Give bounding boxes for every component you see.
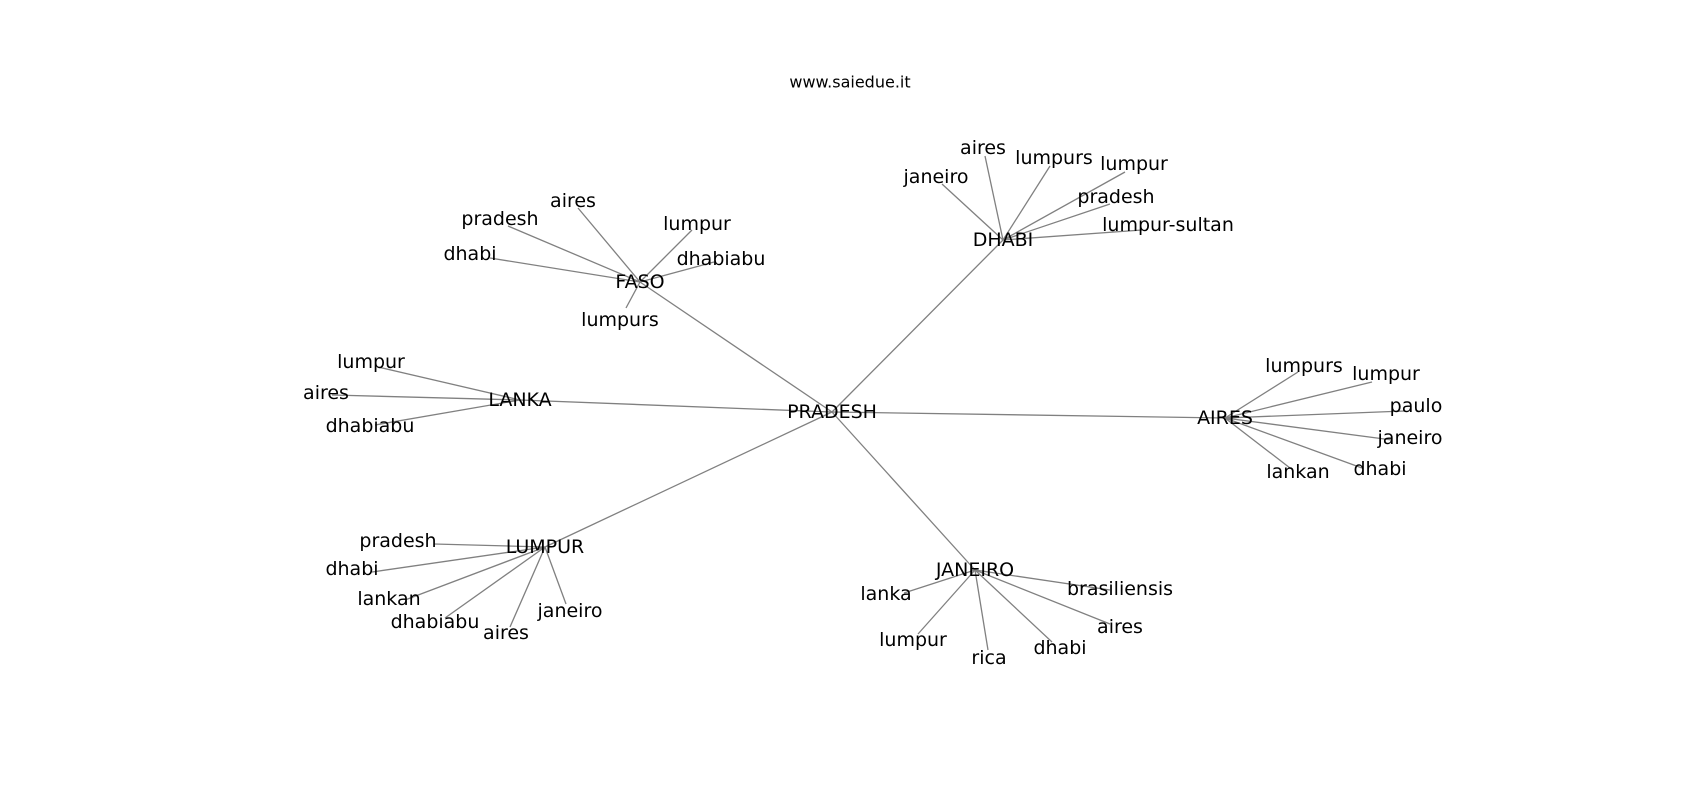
hub-node-label-lanka: LANKA (488, 389, 551, 411)
edge-lumpur-aires (509, 546, 546, 628)
edge-aires-paulo (1224, 410, 1406, 419)
edge-faso-lumpur (639, 229, 693, 283)
leaf-node-label-faso-pradesh: pradesh (461, 208, 538, 230)
edge-aires-dhabi (1224, 417, 1363, 469)
edge-dhabi-lumpur-sultan (1002, 229, 1143, 241)
edge-root-lanka (519, 399, 833, 413)
edge-lanka-dhabiabu (374, 399, 521, 426)
edge-root-janeiro (831, 411, 976, 571)
edge-lumpur-pradesh (433, 543, 546, 548)
leaf-node-label-dhabi-lumpur-sultan: lumpur-sultan (1102, 214, 1234, 236)
leaf-node-label-lanka-lumpur: lumpur (337, 351, 405, 373)
hub-node-label-faso: FASO (615, 271, 664, 293)
edge-aires-lumpur (1224, 381, 1373, 419)
edge-aires-lumpurs (1224, 371, 1299, 419)
leaf-node-label-lanka-aires: aires (303, 382, 349, 404)
edge-janeiro-brasiliensis (974, 569, 1111, 591)
edges-layer (331, 155, 1406, 651)
edge-root-lumpur (544, 411, 833, 548)
leaf-node-label-aires-janeiro: janeiro (1377, 427, 1443, 449)
leaf-node-label-lumpur-lankan: lankan (357, 588, 420, 610)
leaf-node-label-aires-paulo: paulo (1390, 395, 1443, 417)
edge-faso-aires (577, 207, 641, 283)
hub-node-label-lumpur: LUMPUR (506, 536, 585, 558)
edge-dhabi-pradesh (1002, 203, 1111, 241)
leaf-node-label-lumpur-aires: aires (483, 622, 529, 644)
edge-lanka-aires (331, 394, 521, 401)
edge-lumpur-lankan (404, 546, 546, 601)
leaf-node-label-janeiro-lanka: lanka (860, 583, 911, 605)
hub-node-label-dhabi: DHABI (973, 229, 1034, 251)
leaf-node-label-aires-lankan: lankan (1266, 461, 1329, 483)
edge-faso-lumpurs (625, 281, 641, 309)
leaf-node-label-lumpur-dhabi: dhabi (325, 558, 378, 580)
edge-root-faso (639, 281, 833, 413)
leaf-node-label-dhabi-lumpurs: lumpurs (1015, 147, 1093, 169)
edge-root-dhabi (831, 239, 1004, 413)
leaf-node-label-aires-dhabi: dhabi (1353, 458, 1406, 480)
edge-lumpur-dhabi (371, 546, 546, 573)
leaf-node-label-dhabi-pradesh: pradesh (1077, 186, 1154, 208)
leaf-node-label-janeiro-rica: rica (971, 647, 1006, 669)
edge-root-aires (831, 411, 1226, 419)
leaf-node-label-janeiro-dhabi: dhabi (1033, 637, 1086, 659)
edge-dhabi-lumpur (1002, 171, 1126, 241)
leaf-node-label-faso-lumpurs: lumpurs (581, 309, 659, 331)
edge-janeiro-rica (974, 569, 989, 651)
edge-janeiro-aires (974, 569, 1111, 625)
leaf-node-label-aires-lumpurs: lumpurs (1265, 355, 1343, 377)
page-title: www.saiedue.it (789, 73, 910, 92)
leaf-node-label-lumpur-dhabiabu: dhabiabu (391, 611, 480, 633)
leaf-node-label-faso-dhabiabu: dhabiabu (677, 248, 766, 270)
edge-faso-dhabiabu (639, 261, 715, 283)
edge-lumpur-dhabiabu (444, 546, 546, 619)
edge-janeiro-dhabi (974, 569, 1053, 643)
leaf-node-label-faso-dhabi: dhabi (443, 243, 496, 265)
edge-lanka-lumpur (377, 366, 521, 401)
leaf-node-label-lumpur-pradesh: pradesh (359, 530, 436, 552)
edge-faso-pradesh (507, 225, 641, 283)
edge-lumpur-janeiro (544, 546, 567, 605)
edge-dhabi-aires (984, 155, 1004, 241)
leaf-node-label-dhabi-aires: aires (960, 137, 1006, 159)
edge-aires-janeiro (1224, 417, 1393, 441)
leaf-node-label-lumpur-janeiro: janeiro (537, 600, 603, 622)
leaf-node-label-janeiro-aires: aires (1097, 616, 1143, 638)
leaf-node-label-dhabi-janeiro: janeiro (903, 166, 969, 188)
leaf-node-label-dhabi-lumpur: lumpur (1100, 153, 1168, 175)
edge-janeiro-lanka (903, 569, 976, 594)
leaf-node-label-janeiro-brasiliensis: brasiliensis (1067, 578, 1173, 600)
hub-node-label-aires: AIRES (1197, 407, 1253, 429)
hub-node-label-janeiro: JANEIRO (935, 559, 1014, 581)
edge-faso-dhabi (489, 257, 641, 283)
labels-layer: www.saiedue.it PRADESH FASO aires pradesh dh… (303, 73, 1442, 670)
leaf-node-label-faso-lumpur: lumpur (663, 213, 731, 235)
edge-dhabi-lumpurs (1002, 165, 1051, 241)
leaf-node-label-lanka-dhabiabu: dhabiabu (326, 415, 415, 437)
root-node-label: PRADESH (787, 401, 877, 423)
leaf-node-label-aires-lumpur: lumpur (1352, 363, 1420, 385)
leaf-node-label-janeiro-lumpur: lumpur (879, 629, 947, 651)
edge-dhabi-janeiro (941, 183, 1004, 241)
edge-janeiro-lumpur (917, 569, 976, 635)
leaf-node-label-faso-aires: aires (550, 190, 596, 212)
edge-aires-lankan (1224, 417, 1291, 469)
